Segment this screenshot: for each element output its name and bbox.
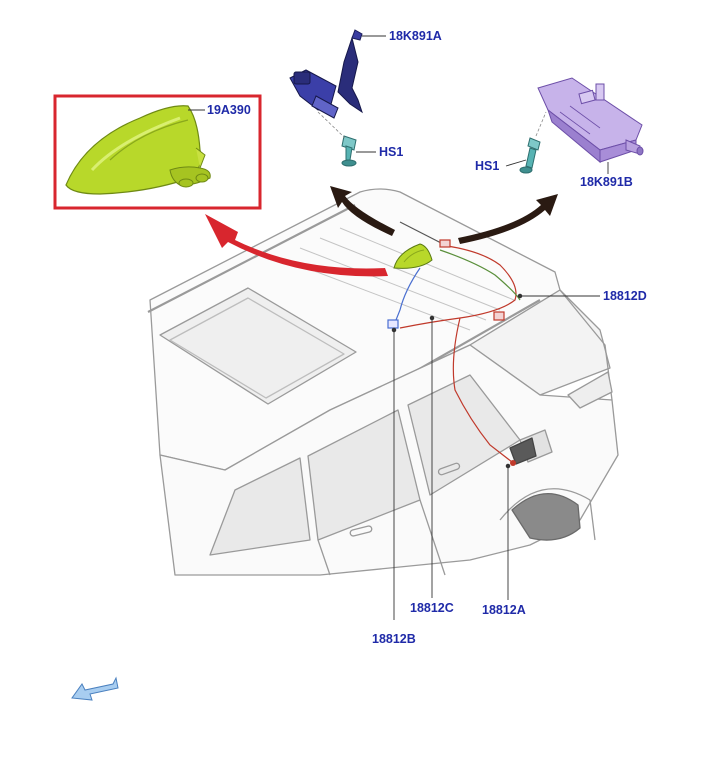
cable-harness — [387, 221, 521, 466]
screw-axis-right — [535, 111, 547, 137]
callout-18812A: 18812A — [482, 603, 526, 617]
pointer-arrows — [205, 186, 558, 277]
wheel-arch — [499, 488, 596, 541]
screw-icon — [341, 135, 357, 167]
rear-side-window — [209, 457, 311, 556]
dark-arrow-left — [330, 186, 395, 236]
door-handle-front — [437, 462, 461, 476]
cable-red — [399, 244, 517, 463]
front-tire — [511, 492, 581, 541]
callout-18K891A: 18K891A — [389, 29, 442, 43]
roof-rail-left — [147, 204, 356, 313]
cable-blue — [393, 267, 421, 326]
shark-fin-antenna-icon — [393, 243, 433, 269]
antenna-module-icon — [537, 77, 644, 164]
highlight-frame — [53, 94, 262, 210]
vehicle-body — [147, 188, 619, 576]
cable-green — [439, 249, 521, 301]
roof-ribs — [279, 227, 515, 331]
front-door-window — [407, 374, 521, 496]
red-arrow — [205, 214, 388, 277]
callout-18K891B: 18K891B — [580, 175, 633, 189]
connector-rear — [387, 319, 399, 329]
callout-labels: 19A390 18K891A HS1 HS1 18K891B 18812D 18… — [207, 29, 647, 646]
callout-18812D: 18812D — [603, 289, 647, 303]
leader-lines — [188, 35, 609, 620]
callout-19A390: 19A390 — [207, 103, 251, 117]
door-seam-b — [317, 539, 331, 576]
rear-door-window — [307, 409, 421, 541]
callout-18812C: 18812C — [410, 601, 454, 615]
leader-hs1-right — [505, 159, 527, 167]
headlight — [567, 371, 613, 409]
cable-dark — [399, 221, 446, 246]
callout-hs1-right: HS1 — [475, 159, 499, 173]
screw-axis-left — [317, 111, 346, 139]
door-handle-rear — [349, 525, 373, 537]
mounting-bracket-icon — [289, 29, 363, 119]
dark-arrow-right — [458, 194, 558, 244]
door-seam — [419, 499, 446, 576]
screw-icon — [519, 137, 541, 174]
fuel-door — [509, 437, 537, 465]
callout-18812B: 18812B — [372, 632, 416, 646]
connector-top — [439, 239, 451, 248]
connector-a — [510, 460, 516, 466]
connector-mid — [493, 311, 505, 321]
shark-fin-antenna-detail — [65, 105, 211, 195]
callout-hs1-left: HS1 — [379, 145, 403, 159]
front-direction-arrow-icon — [71, 676, 119, 701]
sunroof-frame — [169, 297, 345, 399]
